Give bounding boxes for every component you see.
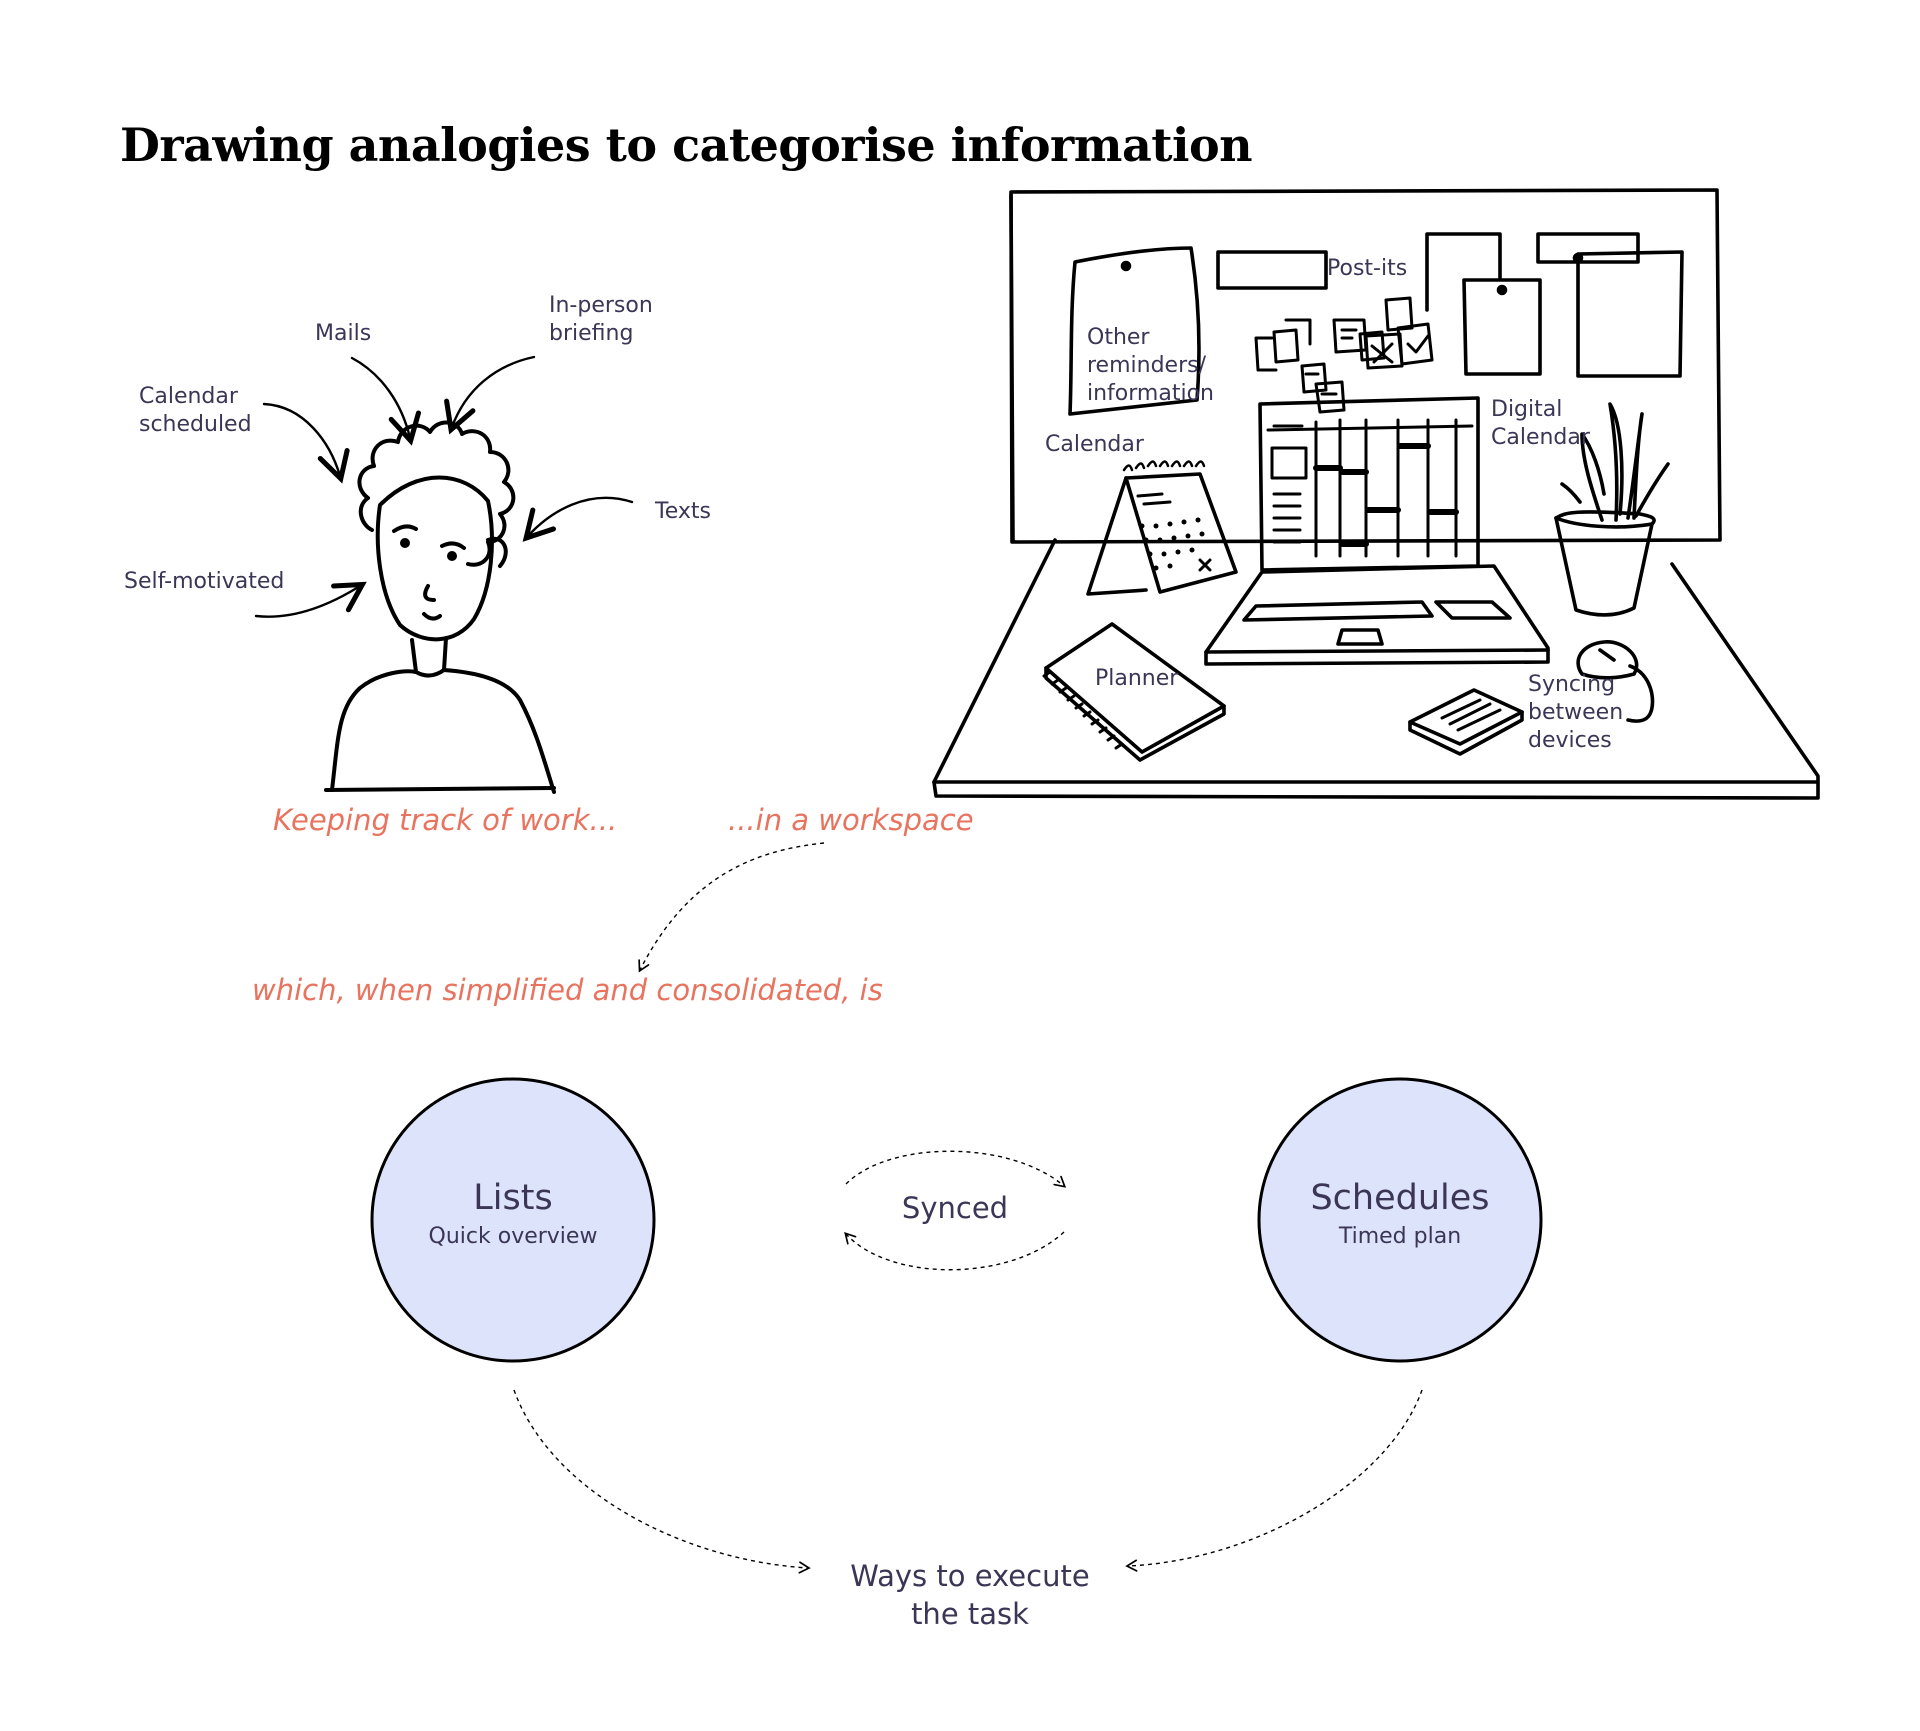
texts-arrow xyxy=(522,496,634,542)
label-calendar-scheduled: Calendar scheduled xyxy=(139,384,252,437)
label-in-person-briefing: In-person briefing xyxy=(549,293,653,346)
desk-calendar xyxy=(1086,460,1238,596)
laptop-screen xyxy=(1258,396,1480,572)
note-other xyxy=(1068,246,1201,416)
desk xyxy=(932,538,1820,800)
schedules-circle xyxy=(1257,1077,1543,1363)
caption-in-a-workspace: ...in a workspace xyxy=(728,803,974,837)
label-texts: Texts xyxy=(655,499,711,524)
label-calendar: Calendar xyxy=(1045,432,1144,457)
label-self-motivated: Self-motivated xyxy=(124,569,285,594)
workspace-illustration xyxy=(932,188,1820,800)
transition-arrow xyxy=(638,842,825,973)
schedules-to-outcome-arc xyxy=(1125,1389,1423,1572)
lists-title: Lists xyxy=(473,1178,553,1218)
label-syncing-between-devices: Syncing between devices xyxy=(1528,672,1624,753)
label-other-reminders: Other reminders/ information xyxy=(1087,325,1214,406)
input-arrows xyxy=(254,355,634,618)
schedules-label-group: Schedules Timed plan xyxy=(1260,1176,1540,1254)
synced-top-arc xyxy=(845,1150,1067,1188)
digital-calendar-screen xyxy=(1266,418,1474,558)
planner xyxy=(1042,622,1226,762)
calendar-arrow xyxy=(262,402,350,484)
caption-keeping-track: Keeping track of work... xyxy=(273,803,618,837)
in-person-arrow xyxy=(444,355,536,435)
label-mails: Mails xyxy=(315,321,372,346)
mails-arrow xyxy=(350,356,422,446)
label-post-its: Post-its xyxy=(1327,256,1408,281)
outcome-label: Ways to execute the task xyxy=(850,1559,1090,1631)
schedules-title: Schedules xyxy=(1310,1178,1490,1218)
self-motivated-arrow xyxy=(254,581,367,618)
label-digital-calendar: Digital Calendar xyxy=(1491,397,1590,450)
synced-label: Synced xyxy=(901,1191,1009,1225)
synced-bottom-arc xyxy=(844,1231,1065,1271)
lists-label-group: Lists Quick overview xyxy=(373,1176,653,1254)
mouse xyxy=(1576,640,1655,723)
phone xyxy=(1408,688,1524,756)
lists-subtitle: Quick overview xyxy=(428,1224,598,1249)
plant xyxy=(1554,402,1670,617)
page-title: Drawing analogies to categorise informat… xyxy=(120,118,1253,172)
person-illustration xyxy=(324,420,556,794)
lists-to-outcome-arc xyxy=(513,1389,811,1574)
post-its xyxy=(1254,296,1434,414)
label-planner: Planner xyxy=(1095,666,1179,691)
lists-circle xyxy=(370,1077,656,1363)
caption-transition: which, when simplified and consolidated,… xyxy=(252,973,883,1007)
schedules-subtitle: Timed plan xyxy=(1338,1224,1462,1249)
